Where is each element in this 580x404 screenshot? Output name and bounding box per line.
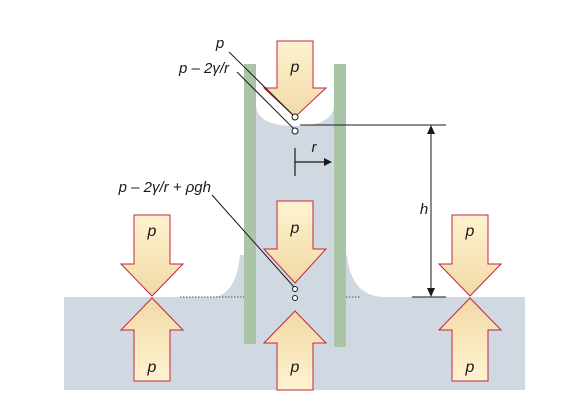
tube-wall-right — [334, 64, 346, 347]
label-meniscus-pressure: p – 2γ/r — [178, 60, 230, 77]
label-height: h — [420, 201, 428, 218]
point-surface-2 — [292, 295, 298, 301]
tube-wall-left — [244, 64, 256, 344]
arrow-tube-down: p — [262, 200, 328, 284]
arrow-right-down-label: p — [465, 223, 475, 240]
arrow-right-up: p — [437, 297, 503, 382]
height-arrow-down — [427, 288, 435, 297]
point-surface-1 — [292, 286, 298, 292]
label-radius: r — [312, 139, 318, 156]
leader-line-bottom — [211, 194, 295, 288]
arrow-top-label: p — [290, 59, 300, 76]
point-above-meniscus — [291, 113, 299, 121]
leader-line-meniscus — [236, 71, 295, 130]
outer-meniscus-right — [342, 255, 382, 297]
height-arrow-up — [427, 125, 435, 134]
arrow-right-down: p — [437, 214, 503, 297]
arrow-tube-up-label: p — [290, 359, 300, 376]
arrow-left-up-label: p — [147, 359, 157, 376]
point-below-meniscus — [291, 127, 299, 135]
arrow-left-down-label: p — [147, 223, 157, 240]
leader-line-p — [228, 51, 295, 117]
arrow-left-up: p — [119, 297, 185, 382]
arrow-top-down: p — [262, 40, 328, 118]
outer-meniscus-left — [213, 255, 245, 297]
arrow-tube-down-label: p — [290, 220, 300, 237]
arrow-left-down: p — [119, 214, 185, 297]
label-p: p — [215, 35, 224, 52]
radius-arrow-head — [324, 158, 332, 166]
label-bottom-pressure: p – 2γ/r + ρgh — [118, 179, 211, 196]
arrow-right-up-label: p — [465, 359, 475, 376]
arrow-tube-up: p — [262, 310, 328, 391]
